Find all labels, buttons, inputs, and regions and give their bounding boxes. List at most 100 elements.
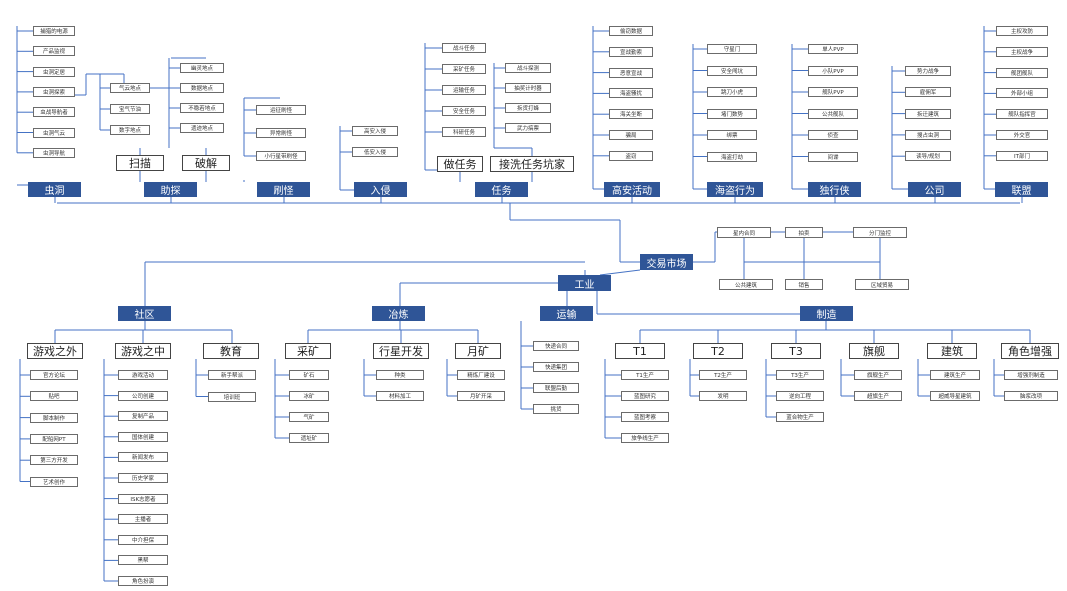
- node-building: 建筑: [927, 343, 977, 359]
- leaf-farming-0: 运征刷怪: [256, 105, 306, 115]
- leaf-assist_l-0: 气云地点: [110, 83, 150, 93]
- leaf-assist_r-2: 不稳若地点: [180, 103, 224, 113]
- leaf-hisec-5: 骗局: [609, 130, 653, 140]
- leaf-invade-1: 低安入侵: [352, 147, 398, 157]
- node-role: 角色增强: [1001, 343, 1059, 359]
- leaf-assist_r-3: 遗迹地点: [180, 123, 224, 133]
- leaf-outgame-1: 贴吧: [30, 391, 78, 402]
- leaf-t1-0: T1生产: [621, 370, 669, 380]
- node-education: 教育: [203, 343, 259, 359]
- leaf-role-1: 脑浆改项: [1004, 391, 1058, 401]
- node-corp: 公司: [908, 182, 961, 197]
- leaf-alliance-3: 外部小组: [996, 88, 1048, 99]
- leaf-flagship-1: 超旗生产: [854, 391, 902, 401]
- leaf-ingame-5: 历史学家: [118, 473, 168, 483]
- leaf-alliance-5: 外交官: [996, 130, 1048, 140]
- leaf-ingame-6: ISK志愿者: [118, 493, 168, 504]
- leaf-corp-0: 势力战争: [905, 66, 951, 76]
- leaf-t3-0: T3生产: [776, 370, 824, 380]
- leaf-transport-3: 挑货: [533, 404, 579, 414]
- leaf-t3-2: 蓝合物生产: [776, 412, 824, 422]
- leaf-pirate-2: 跳刀小虎: [707, 87, 757, 97]
- node-community: 社区: [118, 306, 171, 321]
- node-market: 交易市场: [640, 254, 693, 270]
- node-m-auction: 拍卖: [785, 227, 823, 238]
- leaf-moon-1: 月矿开采: [457, 391, 505, 401]
- leaf-role-0: 增强剂制造: [1004, 370, 1058, 380]
- leaf-ingame-0: 游戏活动: [118, 370, 168, 380]
- leaf-outgame-0: 官方论坛: [30, 370, 78, 380]
- leaf-ingame-2: 复制产品: [118, 411, 168, 422]
- node-manufacture: 制造: [800, 306, 853, 321]
- leaf-assist_r-0: 幽灵地点: [180, 63, 224, 73]
- leaf-wormhole-0: 捕猎的电源: [33, 26, 75, 36]
- node-mission: 任务: [475, 182, 528, 197]
- leaf-solo-0: 单人PVP: [808, 44, 858, 54]
- node-t3: T3: [771, 343, 821, 359]
- leaf-mission_r-2: 拆货打蜂: [505, 103, 551, 113]
- leaf-mission_r-3: 武力搞票: [505, 123, 551, 133]
- leaf-solo-4: 侦查: [808, 130, 858, 140]
- leaf-ingame-8: 中介担保: [118, 534, 168, 545]
- leaf-ingame-10: 角色扮演: [118, 576, 168, 586]
- leaf-alliance-0: 主权攻防: [996, 26, 1048, 36]
- node-outgame: 游戏之外: [27, 343, 83, 359]
- leaf-planet-1: 材料加工: [376, 391, 424, 401]
- leaf-ingame-7: 主播者: [118, 514, 168, 525]
- leaf-outgame-3: 配船网PT: [30, 433, 78, 444]
- leaf-t2-1: 发明: [699, 391, 747, 401]
- leaf-hisec-3: 海盗骚扰: [609, 88, 653, 99]
- leaf-hisec-6: 盗窃: [609, 150, 653, 161]
- leaf-hisec-2: 恶意宣战: [609, 67, 653, 78]
- leaf-t3-1: 逆向工程: [776, 391, 824, 401]
- leaf-assist_r-1: 数据地点: [180, 83, 224, 93]
- node-refine: 冶炼: [372, 306, 425, 321]
- leaf-mission_r-1: 抽奖计时器: [505, 83, 551, 93]
- leaf-outgame-2: 脚本制作: [30, 412, 78, 423]
- leaf-assist_l-2: 数字地点: [110, 125, 150, 135]
- leaf-mining-0: 矿石: [289, 370, 329, 380]
- leaf-corp-3: 搜占虫洞: [905, 129, 951, 140]
- node-planet: 行星开发: [373, 343, 429, 359]
- node-flagship: 旗舰: [849, 343, 899, 359]
- leaf-corp-4: 读导/规划: [905, 151, 951, 162]
- leaf-wormhole-6: 虫洞导航: [33, 147, 75, 158]
- leaf-mission_l-4: 科研任务: [442, 127, 486, 137]
- leaf-mining-1: 冰矿: [289, 391, 329, 401]
- leaf-t1-3: 旅争线生产: [621, 433, 669, 443]
- leaf-building-1: 超威导星建筑: [930, 391, 980, 401]
- node-m-region: 区域贸易: [855, 279, 909, 290]
- node-crack: 破解: [182, 155, 230, 171]
- leaf-solo-1: 小队PVP: [808, 65, 858, 76]
- leaf-farming-2: 小行星带刷怪: [256, 151, 306, 161]
- node-hisec: 高安活动: [604, 182, 660, 197]
- leaf-alliance-2: 舰团舰队: [996, 67, 1048, 78]
- leaf-solo-2: 舰队PVP: [808, 87, 858, 97]
- leaf-mining-2: 气矿: [289, 412, 329, 422]
- leaf-pirate-1: 安全闯坑: [707, 65, 757, 76]
- leaf-education-0: 新手帮派: [208, 370, 256, 380]
- leaf-planet-0: 种类: [376, 370, 424, 380]
- node-m-sell: 销售: [785, 279, 823, 290]
- leaf-mission_l-0: 战斗任务: [442, 43, 486, 53]
- leaf-wormhole-3: 虫洞探索: [33, 86, 75, 97]
- node-scan: 扫描: [116, 155, 164, 171]
- leaf-t2-0: T2生产: [699, 370, 747, 380]
- node-assist: 助探: [144, 182, 197, 197]
- leaf-pirate-5: 海盗打劫: [707, 151, 757, 162]
- leaf-transport-0: 快递合同: [533, 341, 579, 351]
- node-sell-mission: 接洗任务坑家: [490, 156, 574, 172]
- leaf-alliance-4: 舰队指挥官: [996, 109, 1048, 120]
- node-do-mission: 做任务: [437, 156, 483, 172]
- leaf-solo-3: 公共舰队: [808, 108, 858, 119]
- node-industry: 工业: [558, 275, 611, 291]
- node-solo: 独行侠: [808, 182, 861, 197]
- leaf-alliance-6: IT部门: [996, 150, 1048, 161]
- node-farming: 刷怪: [257, 182, 310, 197]
- leaf-t1-1: 蓝图研究: [621, 391, 669, 401]
- leaf-farming-1: 异常刷怪: [256, 128, 306, 138]
- leaf-invade-0: 高安入侵: [352, 126, 398, 136]
- leaf-mission_l-2: 运输任务: [442, 85, 486, 95]
- leaf-wormhole-1: 产品监视: [33, 46, 75, 57]
